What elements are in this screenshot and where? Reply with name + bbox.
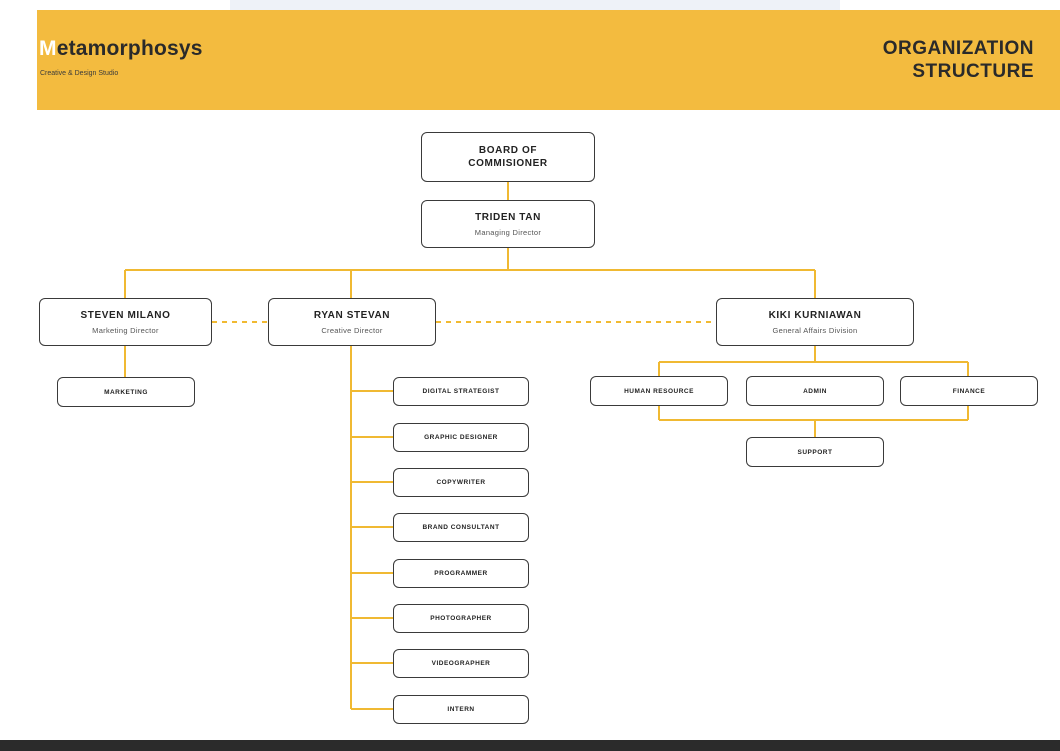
top-strip [230,0,840,12]
unit-label: SUPPORT [797,448,833,456]
unit-label: MARKETING [104,388,148,396]
brand-name: etamorphosys [56,37,203,60]
unit-label: INTERN [447,706,475,713]
org-box-general-affairs: KIKI KURNIAWAN General Affairs Division [716,298,914,346]
unit-box-brand-consultant: BRAND CONSULTANT [393,513,529,542]
unit-label: VIDEOGRAPHER [431,660,491,667]
unit-box-marketing: MARKETING [57,377,195,407]
unit-box-copywriter: COPYWRITER [393,468,529,497]
unit-label: GRAPHIC DESIGNER [424,434,498,441]
marketing-director-role: Marketing Director [92,326,159,335]
org-box-marketing-director: STEVEN MILANO Marketing Director [39,298,212,346]
general-affairs-role: General Affairs Division [772,326,858,335]
unit-label: PHOTOGRAPHER [430,615,492,622]
org-box-managing-director: TRIDEN TAN Managing Director [421,200,595,248]
unit-box-human-resource: HUMAN RESOURCE [590,376,728,406]
board-line1: BOARD OF [478,145,538,156]
creative-director-name: RYAN STEVAN [313,310,391,321]
header-banner: Metamorphosys Creative & Design Studio O… [37,10,1060,110]
footer-bar [0,740,1060,751]
unit-box-programmer: PROGRAMMER [393,559,529,588]
brand-tagline: Creative & Design Studio [40,70,119,77]
general-affairs-name: KIKI KURNIAWAN [768,310,862,321]
board-line2: COMMISIONER [468,158,548,169]
ceo-name: TRIDEN TAN [475,212,541,223]
unit-label: FINANCE [952,387,986,395]
page-title: ORGANIZATION STRUCTURE [883,37,1034,83]
org-box-board: BOARD OF COMMISIONER [421,132,595,182]
org-box-creative-director: RYAN STEVAN Creative Director [268,298,436,346]
creative-director-role: Creative Director [321,326,383,335]
ceo-role: Managing Director [474,228,542,237]
unit-label: DIGITAL STRATEGIST [422,388,500,395]
unit-box-admin: ADMIN [746,376,884,406]
brand-initial: M [39,37,57,60]
brand-logo: Metamorphosys [39,37,203,61]
page-title-line2: STRUCTURE [912,61,1034,82]
unit-label: BRAND CONSULTANT [422,524,500,531]
unit-box-support: SUPPORT [746,437,884,467]
unit-box-photographer: PHOTOGRAPHER [393,604,529,633]
unit-label: COPYWRITER [436,479,486,486]
unit-box-finance: FINANCE [900,376,1038,406]
unit-box-graphic-designer: GRAPHIC DESIGNER [393,423,529,452]
marketing-director-name: STEVEN MILANO [80,310,171,321]
page-title-line1: ORGANIZATION [882,38,1034,59]
unit-box-videographer: VIDEOGRAPHER [393,649,529,678]
unit-box-intern: INTERN [393,695,529,724]
unit-box-digital-strategist: DIGITAL STRATEGIST [393,377,529,406]
unit-label: ADMIN [803,387,827,395]
unit-label: PROGRAMMER [434,570,488,577]
unit-label: HUMAN RESOURCE [624,387,694,395]
